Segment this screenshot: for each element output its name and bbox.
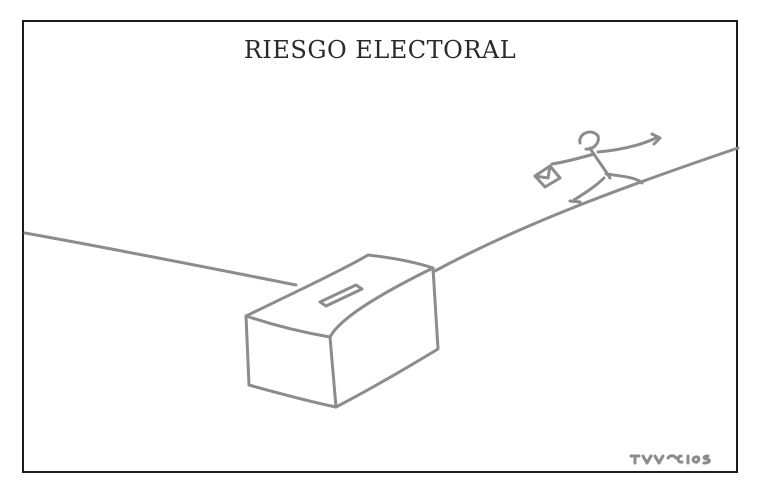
cartoon-frame [22, 20, 738, 473]
ground-slope-right [431, 146, 740, 274]
ground-line-left [23, 231, 298, 287]
ballot-box-icon [244, 253, 440, 409]
running-voter-icon [550, 130, 662, 204]
signature-icon [629, 454, 711, 465]
cartoon-title: RIESGO ELECTORAL [243, 36, 517, 64]
envelope-icon [533, 164, 562, 189]
